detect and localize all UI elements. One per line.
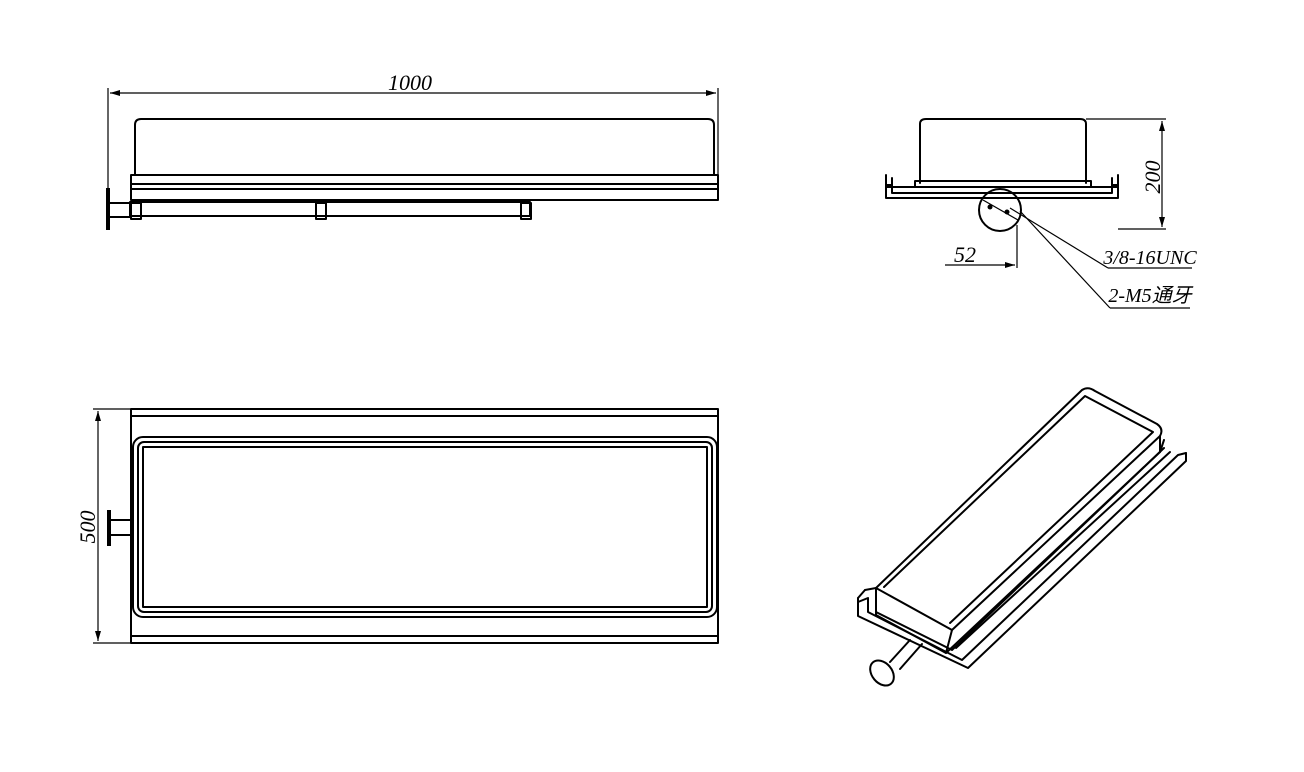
top-view: 500 [75, 408, 719, 644]
tray-body [134, 118, 715, 176]
length-label: 1000 [388, 70, 432, 95]
outlet-circle [978, 188, 1022, 232]
thread-label: 3/8-16UNC [1102, 247, 1197, 269]
holes-label: 2-M5通牙 [1108, 285, 1193, 307]
length-dimension: 1000 [107, 70, 719, 195]
side-view: 200 52 3/8-16UNC 2-M5通牙 [885, 118, 1197, 309]
side-body [919, 118, 1087, 184]
offset-dimension: 52 [945, 225, 1018, 268]
top-inner [142, 446, 708, 608]
iso-box-top [875, 387, 1163, 631]
iso-outlet-knob [869, 659, 895, 687]
width-dimension: 500 [75, 408, 131, 644]
offset-label: 52 [954, 242, 976, 267]
holes-callout: 2-M5通牙 [1019, 210, 1194, 309]
width-label: 500 [75, 511, 100, 544]
bottom-rail [129, 201, 531, 217]
tray-flange [130, 174, 719, 201]
height-dimension: 200 [1086, 118, 1166, 230]
iso-flange [857, 452, 1187, 669]
front-view: 1000 [106, 70, 719, 230]
isometric-view [857, 387, 1187, 687]
thread-callout: 3/8-16UNC [1009, 207, 1197, 269]
height-label: 200 [1140, 161, 1165, 194]
